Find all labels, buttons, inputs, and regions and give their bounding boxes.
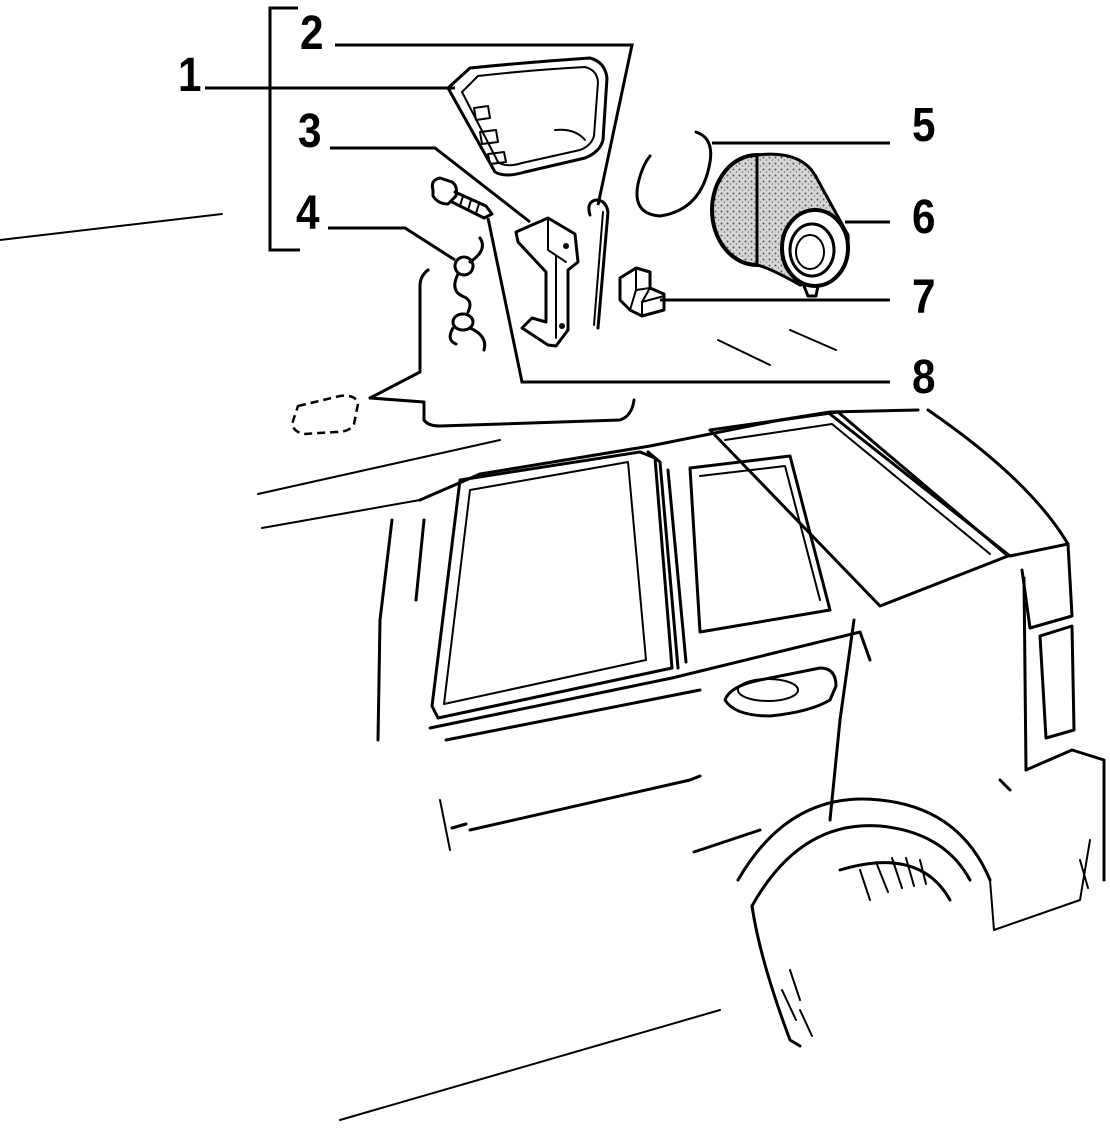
part-2-rod: [587, 198, 610, 330]
leader-2: [335, 43, 634, 206]
group-bracket: [268, 6, 300, 252]
leader-4: [328, 226, 456, 262]
callout-1: 1: [178, 49, 202, 102]
callout-7: 7: [912, 271, 936, 324]
part-4-cable-clips: [448, 236, 487, 352]
leader-8: [486, 217, 890, 384]
part-6-filler-housing: [710, 152, 850, 298]
part-8-screw: [430, 176, 494, 220]
callout-6: 6: [912, 191, 936, 244]
part-7-latch: [618, 266, 666, 318]
part-3-hinge-bracket: [514, 216, 580, 348]
leader-lines: [205, 43, 890, 384]
callout-2: 2: [300, 7, 324, 60]
car-body: [0, 213, 1106, 1121]
part-5-ring: [635, 130, 713, 218]
callout-8: 8: [912, 351, 936, 404]
callout-4: 4: [296, 187, 320, 240]
leader-3: [330, 146, 531, 224]
location-indicator: [290, 268, 636, 436]
part-1-fuel-flap: [446, 56, 609, 177]
callout-3: 3: [298, 105, 322, 158]
callout-5: 5: [912, 99, 936, 152]
